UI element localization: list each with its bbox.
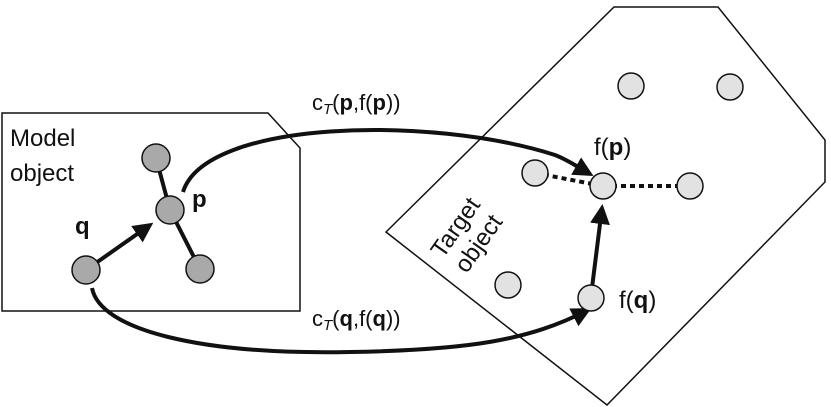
edge-top-var2: p — [373, 90, 386, 115]
target-node-fp — [589, 172, 617, 200]
edge-top-close: )) — [386, 90, 401, 115]
model-node-p — [155, 195, 185, 225]
model-node-bottom — [185, 254, 215, 284]
label-fq-prefix: f( — [619, 287, 634, 314]
edge-top-c: c — [312, 90, 323, 115]
edge-label-bottom: cT(q,f(q)) — [312, 306, 401, 334]
target-edge-fq-to-fp — [589, 204, 610, 297]
model-node-q — [71, 255, 101, 285]
label-fp-prefix: f( — [594, 134, 609, 161]
target-title: Target object — [426, 192, 509, 277]
edge-bottom-c: c — [312, 306, 323, 331]
edge-label-top: cT(p,f(p)) — [312, 90, 401, 118]
target-node — [494, 271, 522, 299]
target-node — [716, 73, 744, 101]
edge-top-mid: ,f( — [353, 90, 373, 115]
correspondence-arc-p — [181, 128, 594, 193]
model-node-top — [141, 143, 171, 173]
label-fq-var: q — [634, 287, 649, 314]
edge-bottom-open: ( — [332, 306, 340, 331]
edge-top-sub: T — [323, 101, 334, 118]
label-fp-suffix: ) — [623, 134, 631, 161]
label-fq: f(q) — [619, 287, 656, 314]
target-node — [521, 159, 549, 187]
target-node-fq — [577, 284, 605, 312]
model-title-line1: Model — [10, 125, 75, 152]
edge-bottom-close: )) — [386, 306, 401, 331]
edge-bottom-var2: q — [373, 306, 386, 331]
label-q: q — [75, 213, 90, 240]
edge-bottom-mid: ,f( — [353, 306, 373, 331]
target-node — [676, 172, 704, 200]
label-fp: f(p) — [594, 134, 631, 161]
edge-top-var1: p — [340, 90, 353, 115]
label-fq-suffix: ) — [648, 287, 656, 314]
edge-bottom-var1: q — [340, 306, 353, 331]
edge-top-open: ( — [332, 90, 340, 115]
model-title-line2: object — [10, 160, 74, 187]
correspondence-arc-q — [90, 287, 592, 355]
label-p: p — [192, 186, 207, 213]
target-node — [617, 72, 645, 100]
label-fp-var: p — [609, 134, 624, 161]
model-object-panel — [1, 112, 301, 312]
target-object-panel — [384, 6, 826, 407]
edge-bottom-sub: T — [323, 317, 334, 334]
